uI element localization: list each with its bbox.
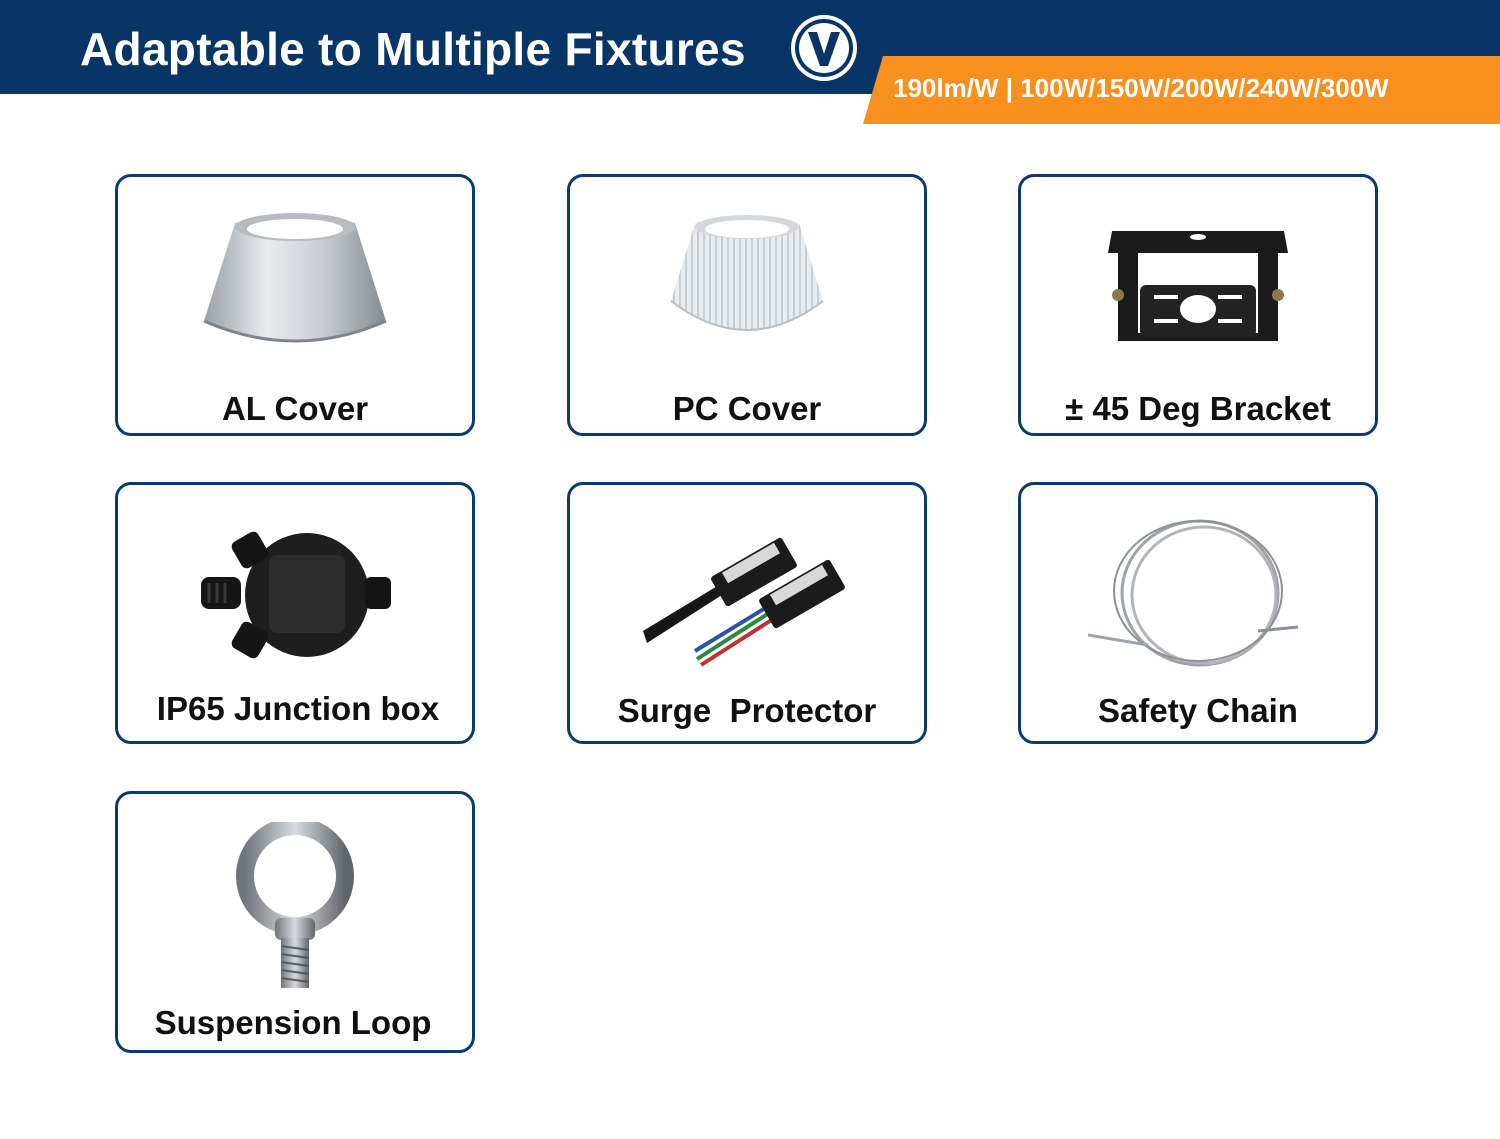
spec-label: 190lm/W | 100W/150W/200W/240W/300W bbox=[893, 73, 1389, 103]
accessory-card-suspension-loop: Suspension Loop bbox=[115, 791, 475, 1053]
accessory-card-surge-protector: Surge Protector bbox=[567, 482, 927, 744]
card-label: Safety Chain bbox=[1098, 692, 1298, 729]
card-label: ± 45 Deg Bracket bbox=[1065, 390, 1331, 427]
aluminum-reflector-icon bbox=[203, 213, 387, 343]
safety-cable-icon bbox=[1088, 519, 1299, 667]
eye-bolt-icon bbox=[236, 822, 354, 988]
card-label: Suspension Loop bbox=[154, 1004, 432, 1041]
card-label: AL Cover bbox=[221, 390, 369, 427]
accessory-card-bracket: ± 45 Deg Bracket bbox=[1018, 174, 1378, 436]
mounting-bracket-icon bbox=[1108, 231, 1288, 341]
surge-protector-icon bbox=[643, 537, 845, 667]
card-label: IP65 Junction box bbox=[156, 690, 440, 727]
spec-tab bbox=[863, 56, 1500, 124]
card-label: Surge Protector bbox=[617, 692, 877, 729]
page-title: Adaptable to Multiple Fixtures bbox=[80, 23, 746, 75]
junction-box-icon bbox=[201, 531, 391, 659]
accessory-card-al-cover: AL Cover bbox=[115, 174, 475, 436]
brand-logo bbox=[791, 15, 857, 81]
card-label: PC Cover bbox=[672, 390, 822, 427]
accessory-card-safety-chain: Safety Chain bbox=[1018, 482, 1378, 744]
accessory-card-junction-box: IP65 Junction box bbox=[115, 482, 475, 744]
polycarbonate-reflector-icon bbox=[670, 215, 824, 331]
accessory-card-pc-cover: PC Cover bbox=[567, 174, 927, 436]
